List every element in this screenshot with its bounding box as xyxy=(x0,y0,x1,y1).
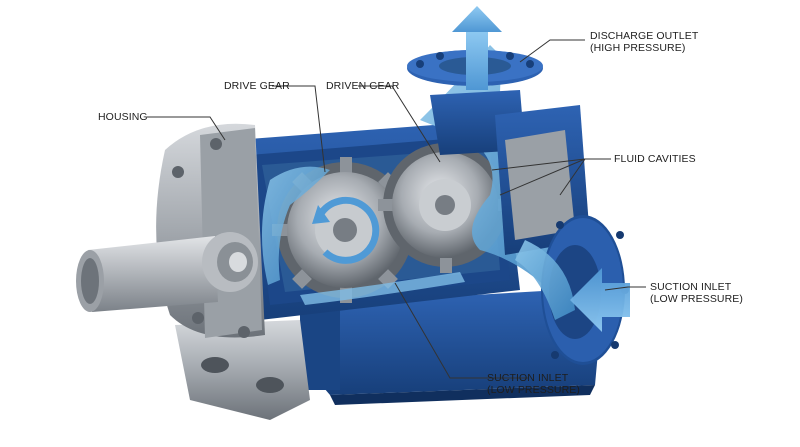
suction-right-line2: (LOW PRESSURE) xyxy=(650,293,743,305)
suction-bottom-line1: SUCTION INLET xyxy=(487,372,569,384)
housing-label-text: HOUSING xyxy=(98,111,148,123)
fluid-cavities-label-text: FLUID CAVITIES xyxy=(614,153,696,165)
suction-right-line1: SUCTION INLET xyxy=(650,281,732,293)
leader-lines xyxy=(147,39,646,379)
leader-housing xyxy=(147,116,226,141)
suction-bottom-line2: (LOW PRESSURE) xyxy=(487,384,580,396)
driven-gear-label-text: DRIVEN GEAR xyxy=(326,80,400,92)
leader-drive-gear xyxy=(272,85,326,173)
suction-inlet-right-label: SUCTION INLET (LOW PRESSURE) xyxy=(650,281,743,305)
leader-suction-right xyxy=(604,286,646,291)
suction-inlet-bottom-label: SUCTION INLET (LOW PRESSURE) xyxy=(487,372,580,396)
leader-fluid-2 xyxy=(499,158,586,196)
fluid-cavities-label: FLUID CAVITIES xyxy=(614,153,696,165)
leader-discharge xyxy=(519,39,585,63)
discharge-arrow-icon xyxy=(452,6,502,90)
drive-gear-label: DRIVE GEAR xyxy=(224,80,290,92)
discharge-label-line2: (HIGH PRESSURE) xyxy=(590,42,686,54)
leader-driven-gear xyxy=(358,85,441,163)
leader-fluid-3 xyxy=(559,158,586,196)
drive-shaft xyxy=(76,232,258,312)
housing xyxy=(156,123,265,338)
driven-gear-label: DRIVEN GEAR xyxy=(326,80,399,92)
discharge-label-line1: DISCHARGE OUTLET xyxy=(590,30,699,42)
leader-suction-bottom xyxy=(394,282,528,379)
drive-gear-label-text: DRIVE GEAR xyxy=(224,80,290,92)
base-frame xyxy=(300,290,600,405)
suction-arrow-icon xyxy=(570,268,630,332)
flow-arrows xyxy=(452,6,630,332)
mounting-feet xyxy=(175,320,310,420)
right-end-housing xyxy=(495,105,590,255)
housing-label: HOUSING xyxy=(98,111,148,123)
discharge-outlet-label: DISCHARGE OUTLET (HIGH PRESSURE) xyxy=(590,30,698,54)
